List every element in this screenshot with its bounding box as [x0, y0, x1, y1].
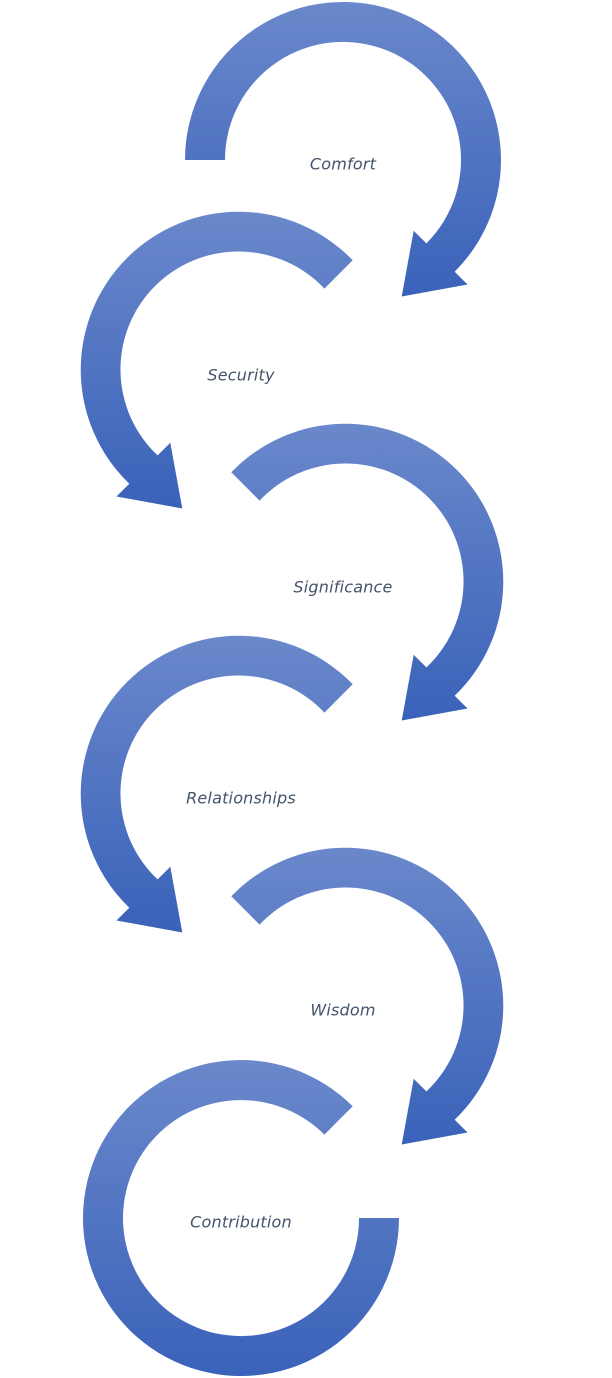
- stage-label-security: Security: [207, 365, 275, 385]
- arrow-ring-security: [80, 211, 353, 509]
- stage-label-comfort: Comfort: [309, 154, 377, 174]
- stage-label-significance: Significance: [293, 577, 393, 597]
- stage-label-wisdom: Wisdom: [310, 1000, 376, 1020]
- arrow-ring-significance: [231, 423, 504, 721]
- arrow-ring-relationships: [80, 635, 353, 933]
- arrow-ring-wisdom: [231, 847, 504, 1145]
- stage-label-relationships: Relationships: [186, 788, 296, 808]
- stage-label-contribution: Contribution: [190, 1212, 292, 1232]
